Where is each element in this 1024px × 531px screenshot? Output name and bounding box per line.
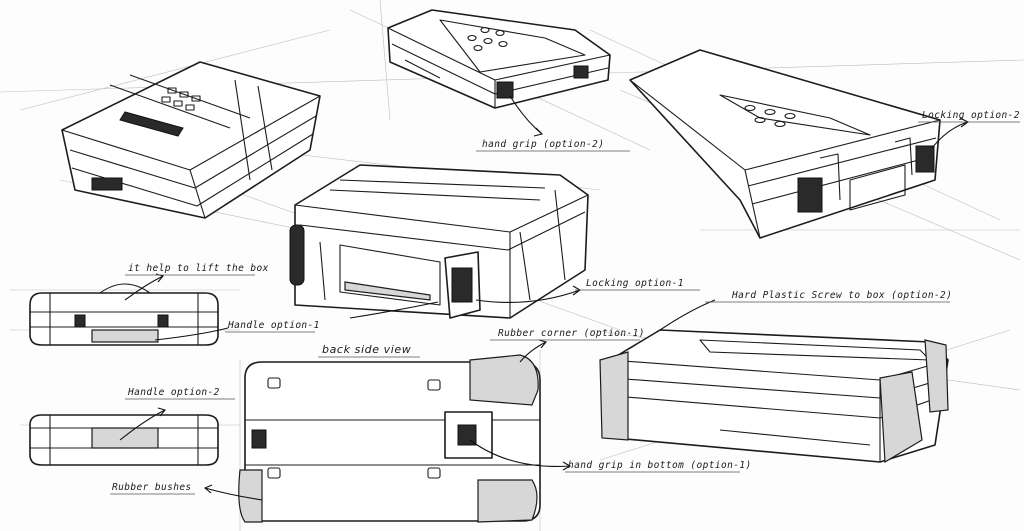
label-rubber-corner: Rubber corner (option-1) (498, 328, 645, 339)
case-back-side-view (238, 354, 541, 523)
case-top-left-view (61, 61, 321, 219)
label-hard-plastic-screw: Hard Plastic Screw to box (option-2) (732, 290, 953, 301)
label-back-side-view: back side view (322, 343, 412, 356)
label-underlines (110, 121, 1020, 495)
case-center-locking-view (289, 164, 589, 319)
case-front-view-handle (29, 283, 219, 346)
label-lift-help: it help to lift the box (128, 263, 269, 274)
label-hand-grip-bottom: hand grip in bottom (option-1) (568, 460, 752, 471)
label-handle-option-1: Handle option-1 (228, 320, 320, 331)
label-locking-option-1: Locking option-1 (586, 278, 684, 289)
case-top-center-view (387, 9, 611, 109)
label-hand-grip-option-2: hand grip (option-2) (482, 139, 605, 150)
case-right-tilted-view (629, 49, 941, 239)
label-handle-option-2: Handle option-2 (128, 387, 220, 398)
case-front-view-handle-option-2 (29, 414, 219, 466)
label-rubber-bushes: Rubber bushes (112, 482, 192, 493)
callout-arrows (119, 95, 970, 501)
label-locking-option-2: Locking option-2 (922, 110, 1020, 121)
case-right-rubber-corner-view (599, 329, 949, 464)
